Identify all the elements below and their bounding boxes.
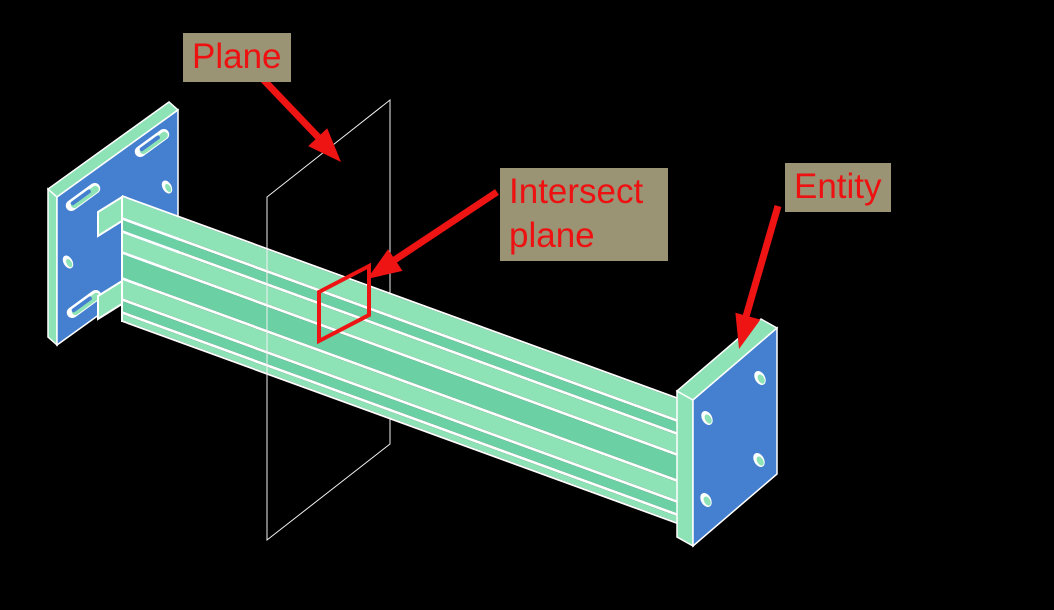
right-plate-face bbox=[692, 326, 778, 548]
plate-hole bbox=[754, 371, 766, 385]
intersection-rectangle bbox=[317, 262, 371, 345]
plate-slot bbox=[65, 182, 101, 212]
plate-hole bbox=[62, 255, 74, 269]
intersect-plane-arrow bbox=[367, 189, 499, 279]
plate-hole bbox=[161, 180, 173, 194]
plane-arrow bbox=[255, 71, 341, 162]
beam-flange-end-cap bbox=[97, 279, 123, 321]
beam-flange-end-cap bbox=[97, 195, 123, 238]
plane-label: Plane bbox=[183, 33, 291, 82]
steel-beam bbox=[97, 195, 685, 527]
plate-slot bbox=[134, 128, 170, 158]
left-mounting-plate bbox=[46, 101, 180, 347]
plate-hole bbox=[701, 411, 713, 425]
plate-hole bbox=[700, 493, 712, 507]
left-plate-side-edge bbox=[47, 187, 58, 347]
right-plate-side-edge bbox=[676, 389, 694, 548]
entity-label: Entity bbox=[785, 163, 891, 212]
intersect-plane-label: Intersect plane bbox=[500, 168, 668, 261]
plate-slot bbox=[66, 289, 102, 319]
entity-arrow bbox=[735, 205, 782, 349]
plate-hole bbox=[753, 453, 765, 467]
right-mounting-plate bbox=[675, 318, 779, 548]
